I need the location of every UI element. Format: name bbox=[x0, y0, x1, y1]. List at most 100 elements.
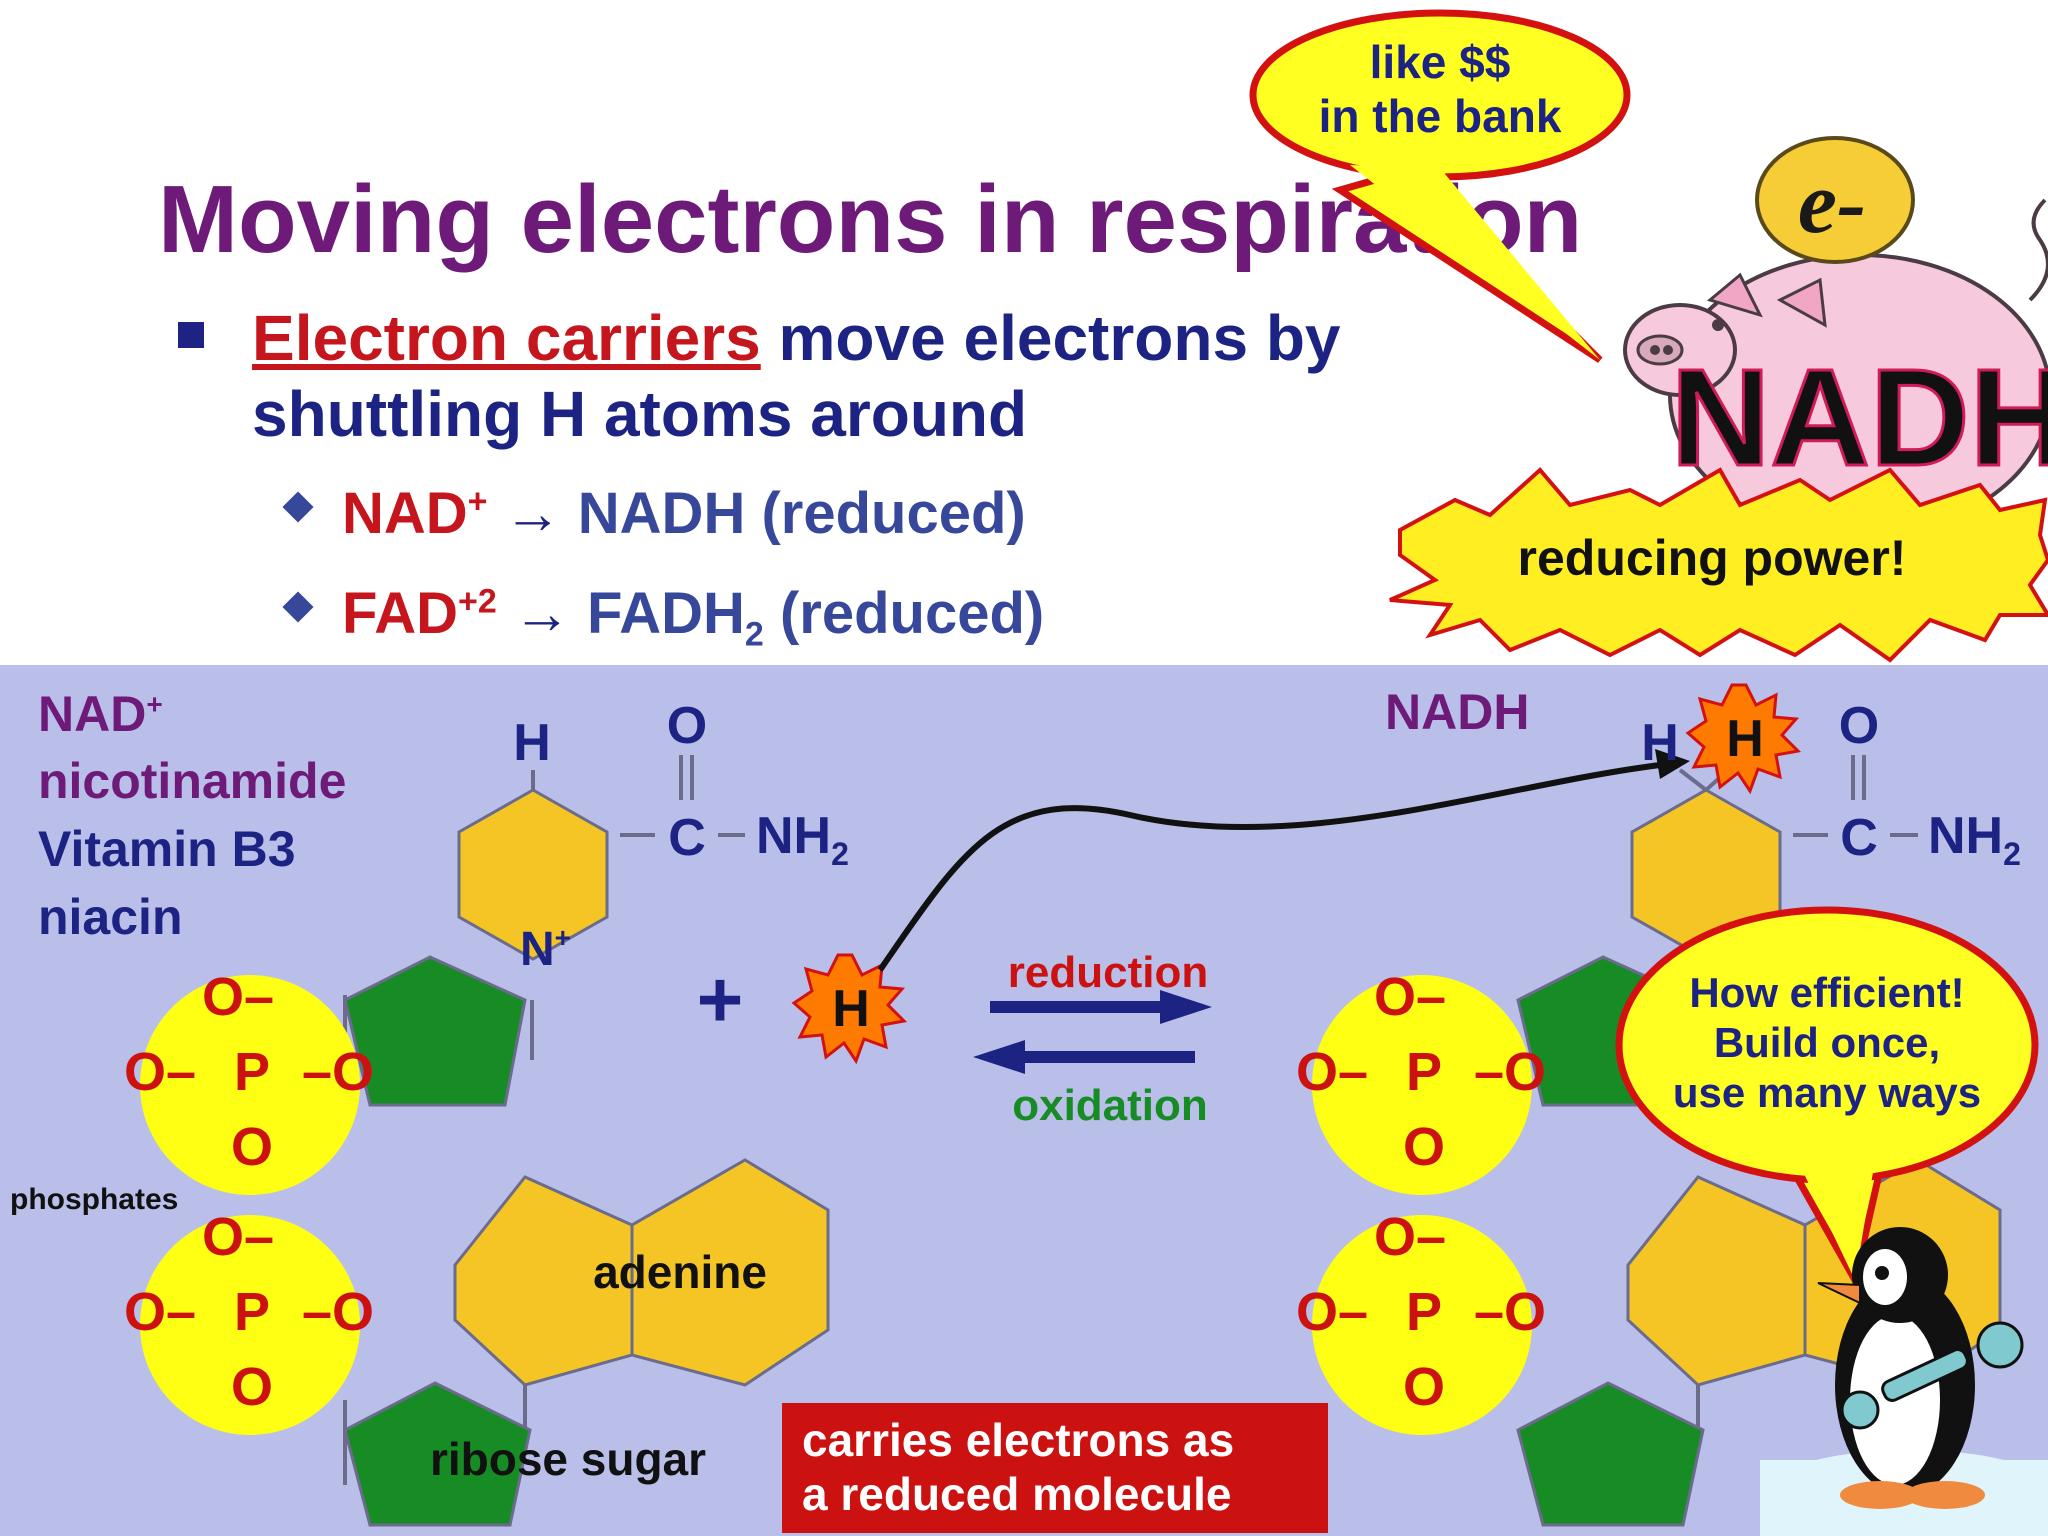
penguin-icon bbox=[1760, 1227, 2048, 1536]
o-atom: O bbox=[667, 697, 707, 755]
fadh-label: FADH bbox=[587, 581, 745, 646]
o-minus: –O bbox=[1474, 1282, 1546, 1342]
penguin-line1: How efficient! bbox=[1689, 969, 1964, 1016]
fadh-sub: 2 bbox=[744, 615, 764, 654]
vitamin-label: Vitamin B3 bbox=[38, 821, 296, 877]
o-minus: O– bbox=[202, 1207, 274, 1267]
summary-box: carries electrons as a reduced molecule bbox=[782, 1403, 1328, 1533]
fad-label: FAD bbox=[342, 581, 458, 646]
electron-carriers-link[interactable]: Electron carriers bbox=[252, 302, 761, 374]
reduction-arrow-icon bbox=[990, 990, 1212, 1024]
h-atom: H bbox=[1641, 714, 1679, 772]
burst-text: reducing power! bbox=[1518, 530, 1907, 586]
o-minus: –O bbox=[1474, 1042, 1546, 1102]
o-atom: O bbox=[1839, 697, 1879, 755]
nad-plus-label: NAD+ bbox=[38, 686, 163, 742]
bank-speech-bubble: like $$ in the bank bbox=[1249, 9, 1631, 363]
nadh-molecule: H H O C NH2 O– O– P –O O O– O– P –O O bbox=[1296, 683, 2021, 1527]
arrow: → bbox=[503, 481, 562, 546]
o-minus: O– bbox=[1296, 1282, 1368, 1342]
o-minus: O– bbox=[124, 1042, 196, 1102]
nh2-group: NH2 bbox=[756, 807, 849, 872]
arrow: → bbox=[512, 581, 571, 646]
adenine-ring bbox=[1626, 1175, 1807, 1387]
phosphate-circle bbox=[140, 975, 360, 1195]
o-minus: O– bbox=[202, 967, 274, 1027]
p-atom: P bbox=[1406, 1042, 1442, 1102]
p-atom: P bbox=[234, 1282, 270, 1342]
o-minus: –O bbox=[302, 1282, 374, 1342]
bullet-rest: move electrons by bbox=[760, 302, 1341, 374]
o-minus: –O bbox=[302, 1042, 374, 1102]
bank-line1: like $$ bbox=[1370, 36, 1511, 88]
molecule-diagram: H O C NH2 N+ O– O– P –O O O– O– P –O O bbox=[124, 683, 2048, 1536]
slide-title: Moving electrons in respiration bbox=[158, 166, 1583, 273]
o-atom: O bbox=[231, 1117, 273, 1177]
niacin-label: niacin bbox=[38, 889, 183, 945]
oxidation-label: oxidation bbox=[1012, 1081, 1208, 1130]
nadh-label: NADH bbox=[1385, 684, 1530, 740]
o-minus: O– bbox=[124, 1282, 196, 1342]
h-atom: H bbox=[513, 714, 551, 772]
h-atom: H bbox=[832, 980, 870, 1038]
sub-item-fad: FAD+2 → FADH2 (reduced) bbox=[342, 580, 1044, 655]
nh2-group: NH2 bbox=[1928, 807, 2021, 872]
phosphate-circle bbox=[1312, 1215, 1532, 1435]
fad-sup: +2 bbox=[458, 582, 497, 621]
nicotinamide-ring bbox=[457, 788, 609, 961]
hydrogen-burst-icon bbox=[1685, 683, 1802, 795]
phosphate-circle bbox=[140, 1215, 360, 1435]
o-atom: O bbox=[1403, 1117, 1445, 1177]
bullet-text: Electron carriers move electrons by shut… bbox=[252, 300, 1341, 452]
ribose-pentagon bbox=[1516, 1381, 1705, 1527]
coin-icon: e- bbox=[1755, 136, 1915, 264]
ribose-pentagon bbox=[343, 1381, 532, 1527]
sub-bullet-diamond bbox=[282, 591, 314, 623]
phosphate-circle bbox=[1312, 975, 1532, 1195]
hydrogen-burst-icon: H bbox=[791, 953, 908, 1065]
summary-line2: a reduced molecule bbox=[802, 1468, 1232, 1520]
bullet-marker bbox=[178, 322, 204, 348]
o-atom: O bbox=[231, 1357, 273, 1417]
penguin-line2: Build once, bbox=[1714, 1019, 1940, 1066]
phosphates-label: phosphates bbox=[10, 1183, 179, 1216]
reduced-note: (reduced) bbox=[761, 481, 1026, 546]
p-atom: P bbox=[1406, 1282, 1442, 1342]
nad-label: NAD bbox=[342, 481, 468, 546]
o-atom: O bbox=[1403, 1357, 1445, 1417]
oxidation-arrow-icon bbox=[973, 1040, 1195, 1074]
adenine-label: adenine bbox=[593, 1246, 767, 1298]
coin-text: e- bbox=[1798, 155, 1866, 252]
o-minus: O– bbox=[1374, 967, 1446, 1027]
reaction-area: + H reduction oxidation bbox=[697, 749, 1690, 1130]
wrench-icon bbox=[1840, 1321, 2024, 1430]
penguin-line3: use many ways bbox=[1673, 1069, 1981, 1116]
bank-line2: in the bank bbox=[1319, 90, 1562, 142]
reduction-label: reduction bbox=[1008, 948, 1208, 997]
h-atom-added: H bbox=[1726, 710, 1764, 768]
nad-sup: + bbox=[467, 482, 488, 521]
reduced-note: (reduced) bbox=[779, 581, 1045, 646]
nadh-label: NADH bbox=[577, 481, 746, 546]
c-atom: C bbox=[668, 809, 706, 867]
p-atom: P bbox=[234, 1042, 270, 1102]
callout-graphic: like $$ in the bank e- NADH reducing pow… bbox=[1249, 9, 2048, 663]
o-minus: O– bbox=[1296, 1042, 1368, 1102]
penguin-speech-bubble: How efficient! Build once, use many ways bbox=[1615, 906, 2039, 1290]
plus-sign: + bbox=[697, 955, 744, 1044]
nicotinamide-label: nicotinamide bbox=[38, 753, 347, 809]
o-minus: O– bbox=[1374, 1207, 1446, 1267]
n-plus: N+ bbox=[520, 922, 571, 976]
ribose-pentagon bbox=[343, 955, 527, 1107]
arrowhead-icon bbox=[1655, 749, 1690, 779]
reducing-power-burst: reducing power! bbox=[1389, 467, 2048, 663]
ribose-label: ribose sugar bbox=[430, 1433, 706, 1485]
sub-bullet-diamond bbox=[282, 491, 314, 523]
piggy-nadh-text: NADH bbox=[1671, 341, 2048, 495]
nad-molecule: H O C NH2 N+ O– O– P –O O O– O– P –O O bbox=[124, 697, 849, 1527]
sub-item-nad: NAD+ → NADH (reduced) bbox=[342, 480, 1026, 547]
bullet-line2: shuttling H atoms around bbox=[252, 378, 1028, 450]
hydrogen-transfer-arrow bbox=[877, 762, 1661, 972]
summary-line1: carries electrons as bbox=[802, 1414, 1235, 1466]
